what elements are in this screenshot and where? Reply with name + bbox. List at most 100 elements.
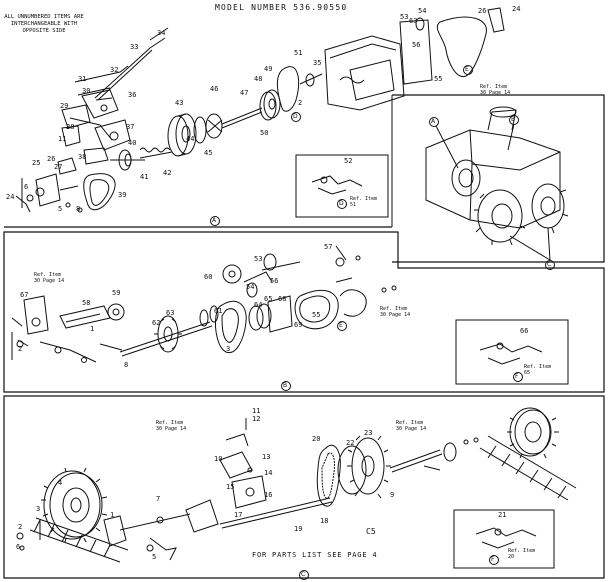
part-56: 56 (412, 41, 421, 49)
part-17c: 17 (234, 511, 243, 519)
model-number-title: MODEL NUMBER 536.90550 (215, 3, 348, 12)
part-13c: 13 (262, 453, 271, 461)
part-21c: 21 (498, 511, 507, 519)
part-6c: 6 (16, 543, 21, 551)
part-20c: 20 (312, 435, 321, 443)
part-30: 30 (82, 87, 91, 95)
part-41: 41 (140, 173, 149, 181)
part-60: 60 (204, 273, 213, 281)
part-5c: 5 (152, 553, 157, 561)
part-24: 24 (6, 193, 15, 201)
part-1b: 1 (90, 325, 95, 333)
part-2b: 2 (18, 345, 23, 353)
interchangeable-note: ALL UNNUMBERED ITEMS ARE INTERCHANGEABLE… (4, 14, 84, 34)
part-10c: 10 (214, 455, 223, 463)
part-34: 34 (157, 29, 166, 37)
part-54: 54 (418, 7, 427, 15)
part-2: 2 (298, 99, 303, 107)
part-26: 26 (47, 155, 56, 163)
part-19c: 19 (294, 525, 303, 533)
ref-item-30-c1: Ref. Item 30 Page 14 (156, 420, 187, 432)
ref-item-30-b2: Ref. Item 30 Page 14 (380, 306, 411, 318)
part-23c: 23 (364, 429, 373, 437)
part-55: 55 (434, 75, 443, 83)
part-46: 46 (210, 85, 219, 93)
part-44: 44 (186, 135, 195, 143)
part-16c: 16 (264, 491, 273, 499)
part-67: 67 (20, 291, 29, 299)
part-14c: 14 (264, 469, 273, 477)
callout-c-inset: C (547, 261, 552, 268)
part-4c: 4 (58, 479, 63, 487)
part-8b: 8 (124, 361, 129, 369)
part-59: 59 (112, 289, 121, 297)
part-3c: 3 (36, 505, 41, 513)
callout-e-b: E (339, 322, 343, 329)
callout-a-inset: A (431, 118, 436, 125)
part-15c: 15 (226, 483, 235, 491)
part-61: 61 (214, 307, 223, 315)
part-35: 35 (313, 59, 322, 67)
part-66: 66 (520, 327, 529, 335)
part-58: 58 (82, 299, 91, 307)
part-28: 28 (66, 123, 75, 131)
part-38: 38 (78, 153, 87, 161)
section-b-marker: B (283, 382, 288, 389)
part-7c: 7 (156, 495, 161, 503)
part-26b: 26 (478, 7, 487, 15)
part-37: 37 (126, 123, 135, 131)
part-27: 27 (54, 163, 63, 171)
part-53: 53 (400, 13, 409, 21)
part-31: 31 (78, 75, 87, 83)
callout-b-inset: B (511, 116, 516, 123)
section-a-drawing (4, 7, 605, 270)
part-11c: 11 (252, 407, 261, 415)
section-c-drawing (3, 395, 605, 580)
part-51: 51 (294, 49, 303, 57)
part-49: 49 (264, 65, 273, 73)
section-c-marker: C (301, 571, 306, 578)
callout-d-inset: D (339, 200, 344, 207)
part-39: 39 (118, 191, 127, 199)
section-b-drawing (3, 231, 605, 393)
part-18c: 18 (320, 517, 329, 525)
ref-item-30-a: Ref. Item 30 Page 14 (480, 84, 511, 96)
part-65: 65 (264, 295, 273, 303)
callout-f-b: F (515, 373, 519, 380)
part-62: 62 (152, 319, 161, 327)
part-63: 63 (409, 17, 418, 25)
page-code: C5 (366, 527, 376, 536)
part-2c: 2 (18, 523, 23, 531)
ref-item-20: Ref. Item 20 (508, 548, 536, 560)
part-5: 5 (58, 205, 63, 213)
part-68: 68 (278, 295, 287, 303)
part-43: 43 (175, 99, 184, 107)
part-22c: 22 (346, 439, 355, 447)
part-9c: 9 (390, 491, 395, 499)
part-47: 47 (240, 89, 249, 97)
part-24b: 24 (512, 5, 521, 13)
part-8: 8 (76, 205, 81, 213)
part-57: 57 (324, 243, 333, 251)
part-48: 48 (254, 75, 263, 83)
part-1c: 1 (110, 511, 115, 519)
part-54b: 54 (246, 283, 255, 291)
part-64: 64 (254, 301, 263, 309)
part-53b: 53 (254, 255, 263, 263)
part-11: 11 (58, 135, 67, 143)
part-56b: 56 (270, 277, 279, 285)
ref-item-51: Ref. Item 51 (350, 196, 378, 208)
part-12c: 12 (252, 415, 261, 423)
part-63b: 63 (166, 309, 175, 317)
ref-item-30-b1: Ref. Item 30 Page 14 (34, 272, 65, 284)
callout-d-a: D (293, 113, 298, 120)
ref-item-30-c2: Ref. Item 30 Page 14 (396, 420, 427, 432)
part-69: 69 (294, 321, 303, 329)
part-36: 36 (128, 91, 137, 99)
part-6: 6 (24, 183, 29, 191)
part-25: 25 (32, 159, 41, 167)
part-52: 52 (344, 157, 353, 165)
part-32: 32 (110, 66, 119, 74)
